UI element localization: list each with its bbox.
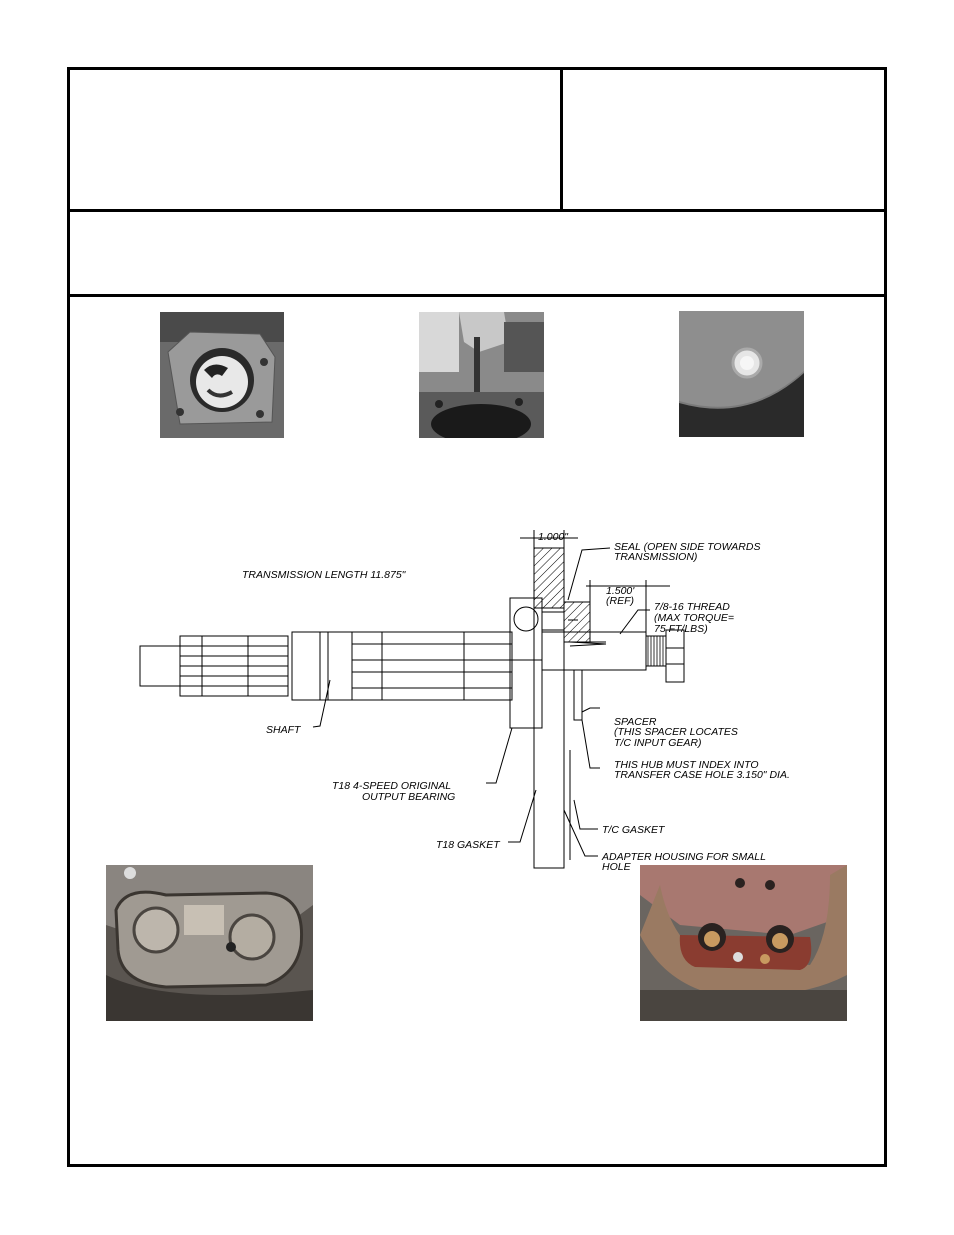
tc-gasket-label: T/C GASKET	[602, 824, 666, 836]
adapter-label-2: HOLE	[602, 861, 632, 873]
photo-plug-detail	[679, 311, 804, 437]
shaft-label: SHAFT	[266, 724, 302, 736]
shaft-drawing: TRANSMISSION LENGTH 11.875" 1.000" SEAL …	[130, 520, 810, 885]
t18-gasket-label: T18 GASKET	[436, 839, 501, 851]
spacer-label-3: T/C INPUT GEAR)	[614, 737, 702, 749]
thread-label-3: 75 FT/LBS)	[654, 623, 708, 635]
header-split	[560, 67, 563, 212]
bearing-label-1: T18 4-SPEED ORIGINAL	[332, 780, 451, 792]
bearing-label-2: OUTPUT BEARING	[362, 791, 455, 803]
thread-label-1: 7/8-16 THREAD	[654, 601, 730, 613]
title-divider	[67, 294, 887, 297]
photo-housing-before	[106, 865, 313, 1021]
photo-seal-install	[419, 312, 544, 438]
hub-label-2: TRANSFER CASE HOLE 3.150" DIA.	[614, 769, 790, 781]
hub-label-1: THIS HUB MUST INDEX INTO	[614, 759, 758, 771]
header-divider	[67, 209, 887, 212]
shaft-nose	[139, 645, 181, 687]
page-frame	[67, 67, 887, 1167]
dim-1500-label: 1.500'	[606, 585, 635, 597]
dim-ref-label: (REF)	[606, 595, 634, 607]
photo-bearing-bore	[160, 312, 284, 438]
adapter-label-1: ADAPTER HOUSING FOR SMALL	[601, 851, 766, 863]
transmission-length-label: TRANSMISSION LENGTH 11.875"	[242, 569, 407, 581]
photo-housing-after	[640, 865, 847, 1021]
seal-label-2: TRANSMISSION)	[614, 551, 697, 563]
seal-label-1: SEAL (OPEN SIDE TOWARDS	[614, 541, 760, 553]
dim-1000-label: 1.000"	[538, 531, 569, 543]
thread-label-2: (MAX TORQUE=	[654, 612, 734, 624]
spacer-label-1: SPACER	[614, 716, 657, 728]
spacer-label-2: (THIS SPACER LOCATES	[614, 726, 738, 738]
